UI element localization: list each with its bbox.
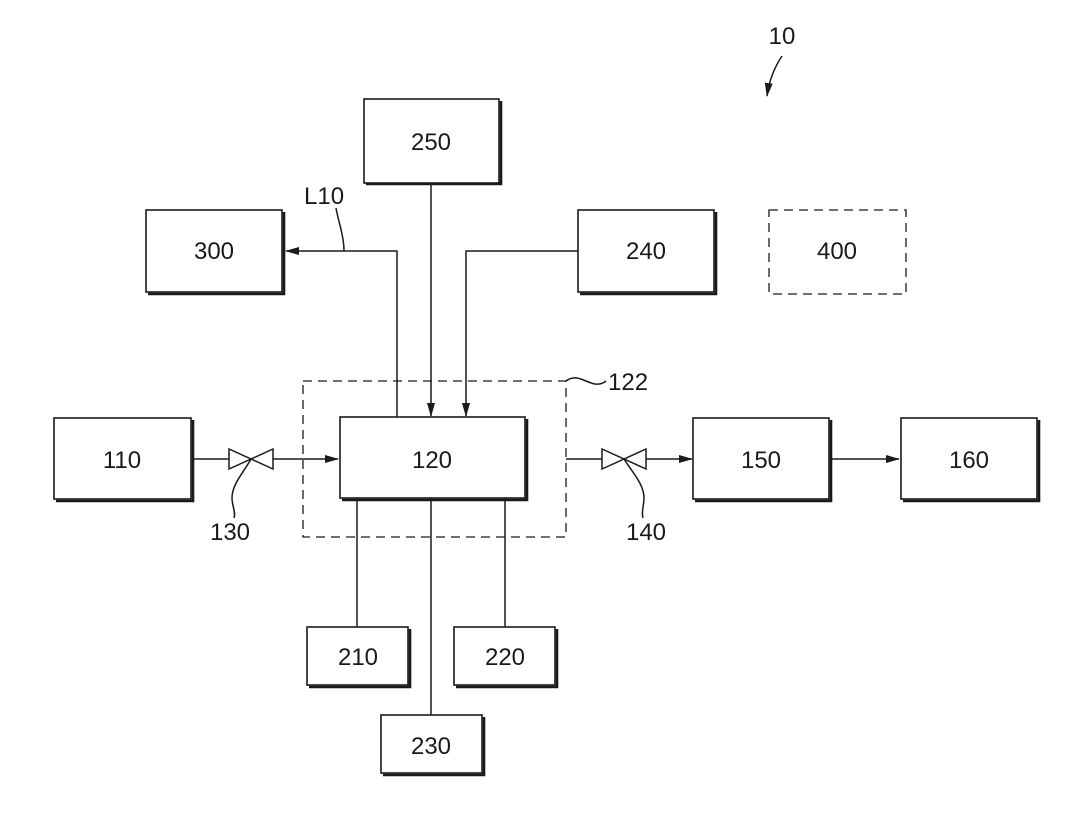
figure-reference: 10 xyxy=(767,23,795,96)
block-160: 160 xyxy=(901,418,1039,501)
block-250-label: 250 xyxy=(411,129,451,156)
block-150: 150 xyxy=(693,418,831,501)
block-400: 400 xyxy=(769,210,906,294)
block-120: 120 xyxy=(340,417,527,500)
line-l10-label: L10 xyxy=(304,183,344,210)
figure-reference-label: 10 xyxy=(769,23,796,50)
block-150-label: 150 xyxy=(741,447,781,474)
valve-140-label: 140 xyxy=(626,519,666,546)
block-230-label: 230 xyxy=(411,733,451,760)
region-122-leader xyxy=(566,378,606,384)
valve-140-leader xyxy=(624,459,644,518)
flow-240-to-120 xyxy=(466,251,578,416)
block-210: 210 xyxy=(307,627,410,687)
block-110: 110 xyxy=(54,418,193,501)
block-110-label: 110 xyxy=(103,447,141,474)
figure-reference-arrow xyxy=(767,56,782,96)
block-300-label: 300 xyxy=(194,238,234,265)
block-300: 300 xyxy=(146,210,284,294)
block-210-label: 210 xyxy=(338,644,378,671)
region-122-label: 122 xyxy=(608,369,648,396)
line-l10-leader xyxy=(336,208,344,251)
valve-130-label: 130 xyxy=(210,519,250,546)
block-250: 250 xyxy=(364,99,501,184)
block-230: 230 xyxy=(381,715,484,775)
block-240-label: 240 xyxy=(626,238,666,265)
valve-130-leader xyxy=(232,459,251,518)
block-240: 240 xyxy=(578,210,716,294)
block-120-label: 120 xyxy=(412,447,452,474)
block-400-label: 400 xyxy=(817,238,857,265)
valve-140: 140 xyxy=(602,449,666,546)
block-220: 220 xyxy=(454,627,557,687)
block-220-label: 220 xyxy=(485,644,525,671)
block-160-label: 160 xyxy=(949,447,989,474)
valve-130: 130 xyxy=(210,449,273,546)
